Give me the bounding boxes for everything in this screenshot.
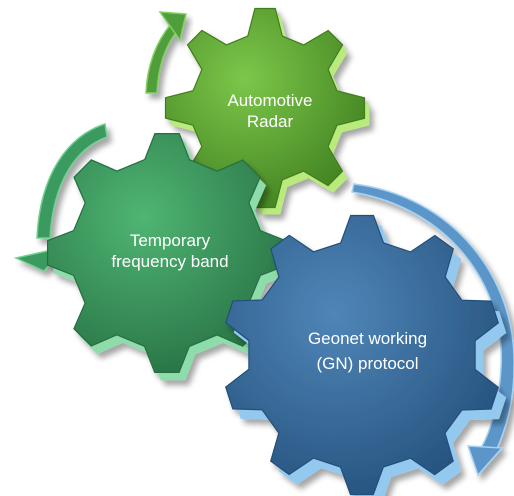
arrow-right xyxy=(351,183,514,477)
arrow-top xyxy=(145,11,187,94)
gear-geonet-working xyxy=(224,214,507,496)
label-automotive-radar: Automotive Radar xyxy=(227,91,313,132)
gear-automotive-radar xyxy=(164,7,370,215)
label-geonet-working: Geonet working (GN) protocol xyxy=(307,329,428,373)
label-temporary-frequency-band: Temporary frequency band xyxy=(111,231,229,272)
